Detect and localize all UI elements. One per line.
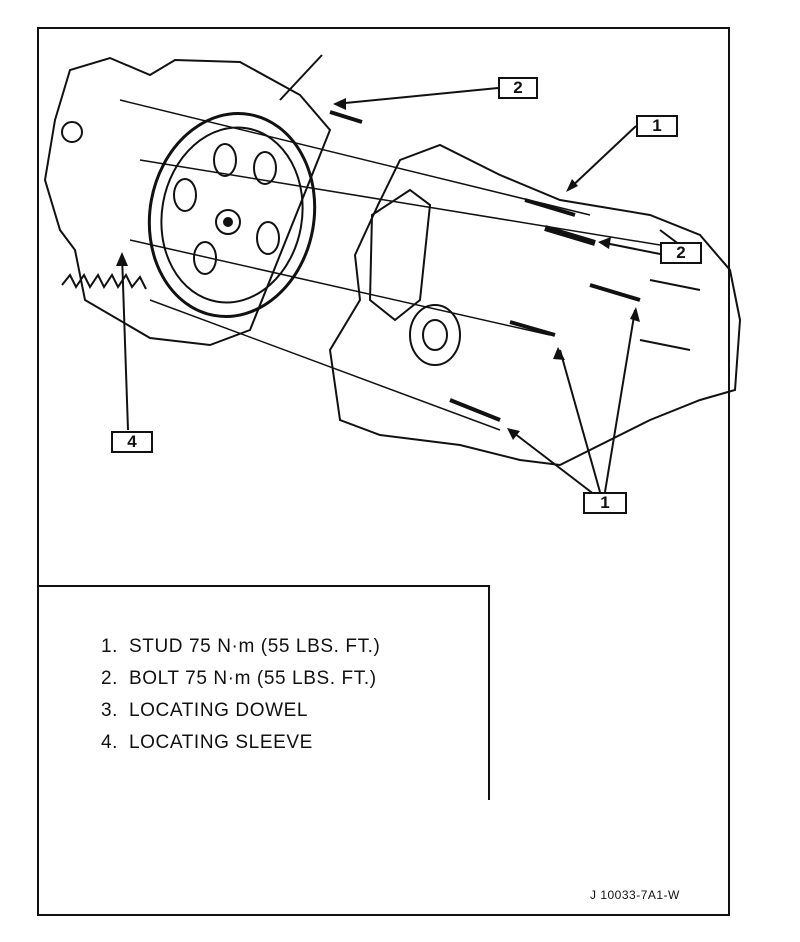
legend-item: 3.LOCATING DOWEL xyxy=(101,700,309,721)
flywheel-hole xyxy=(253,151,277,185)
engine-block xyxy=(43,56,332,347)
legend-item: 4.LOCATING SLEEVE xyxy=(101,732,313,753)
stud-lower-1 xyxy=(589,283,641,302)
flywheel-hole xyxy=(173,178,197,212)
bolt-2-top xyxy=(329,110,363,124)
transmission-case xyxy=(328,143,742,467)
stud-lower-2 xyxy=(509,320,556,337)
transmission-port xyxy=(409,304,461,366)
stud-1 xyxy=(524,198,576,217)
leader-lines xyxy=(121,54,661,496)
flywheel-inner xyxy=(160,126,304,304)
arrowheads xyxy=(116,98,640,440)
parts-legend: 1.STUD 75 N·m (55 LBS. FT.) 2.BOLT 75 N·… xyxy=(39,585,490,800)
figure-id: J 10033-7A1-W xyxy=(590,888,680,902)
stud-lower-3 xyxy=(449,398,501,422)
callout-bolt-top: 2 xyxy=(498,77,538,99)
alignment-lines xyxy=(119,99,661,431)
flywheel-hole xyxy=(213,143,237,177)
callout-locating-sleeve: 4 xyxy=(111,431,153,453)
callout-stud-top: 1 xyxy=(636,115,678,137)
engine-ribs xyxy=(61,273,147,290)
flywheel-hole xyxy=(256,221,280,255)
bell-housing xyxy=(368,188,432,322)
flywheel xyxy=(147,112,317,318)
crank-hub xyxy=(215,209,241,235)
callout-bolt-right: 2 xyxy=(660,242,702,264)
flywheel-hole xyxy=(193,241,217,275)
legend-item: 2.BOLT 75 N·m (55 LBS. FT.) xyxy=(101,668,377,689)
callout-stud-bottom: 1 xyxy=(583,492,627,514)
bolt-2-right xyxy=(544,225,596,246)
figure-frame xyxy=(37,27,730,916)
engine-port xyxy=(61,121,83,143)
legend-item: 1.STUD 75 N·m (55 LBS. FT.) xyxy=(101,636,381,657)
